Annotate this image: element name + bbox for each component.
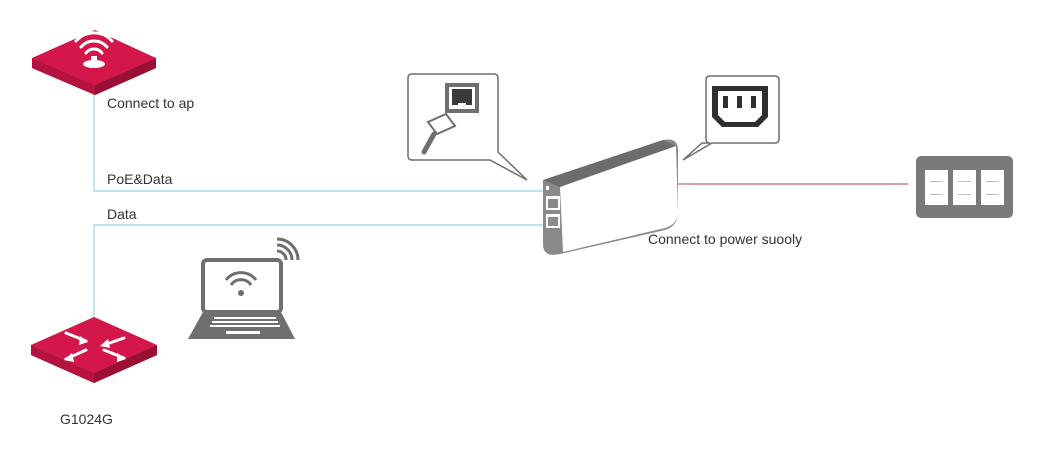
switch-label: G1024G	[60, 411, 113, 427]
data-label: Data	[107, 206, 137, 222]
ap-label: Connect to ap	[107, 95, 195, 111]
power-label: Connect to power suooly	[648, 231, 803, 247]
network-switch-icon	[31, 317, 157, 383]
data-line	[93, 224, 543, 330]
poe-data-line	[93, 92, 543, 192]
connection-lines	[93, 92, 908, 330]
wireless-access-point-icon	[32, 30, 156, 95]
wifi-laptop-icon	[188, 237, 300, 339]
poe-data-label: PoE&Data	[107, 171, 173, 187]
power-outlet-icon	[916, 156, 1013, 218]
poe-injector-icon	[543, 139, 678, 255]
power-socket-callout-icon	[682, 75, 780, 161]
rj45-port-callout-icon	[407, 73, 528, 181]
